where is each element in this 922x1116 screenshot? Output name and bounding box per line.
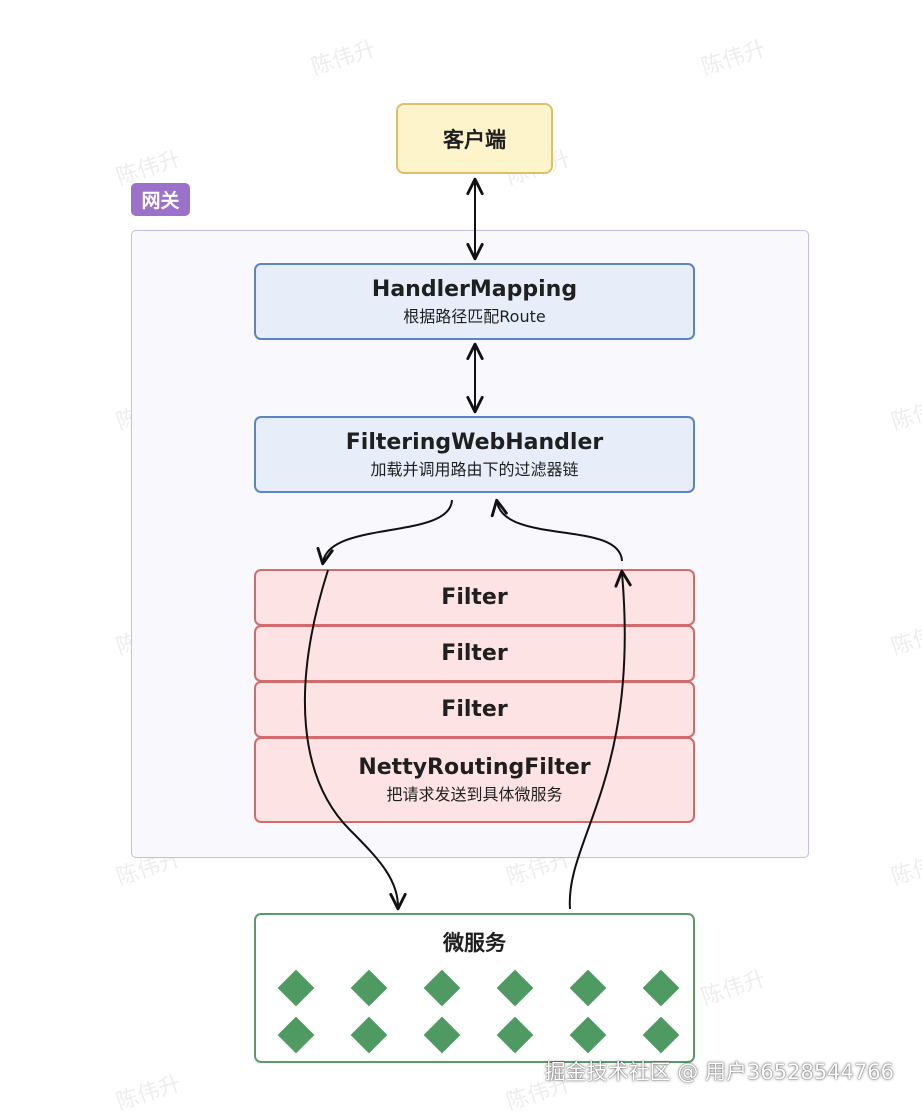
filter-title-1: Filter (441, 584, 508, 610)
filter-node-3: Filter (254, 681, 695, 738)
watermark: 陈伟升 (113, 1071, 185, 1116)
filter-title-2: Filter (441, 640, 508, 666)
netty-routing-filter-subtitle: 把请求发送到具体微服务 (386, 785, 563, 804)
netty-routing-filter-node: NettyRoutingFilter 把请求发送到具体微服务 (254, 737, 695, 823)
watermark: 陈伟升 (888, 616, 922, 661)
microservice-instance-icon (569, 969, 607, 1007)
watermark: 陈伟升 (888, 391, 922, 436)
microservice-instance-icon (642, 969, 680, 1007)
microservice-instance-icon (350, 969, 388, 1007)
filtering-web-handler-subtitle: 加载并调用路由下的过滤器链 (370, 459, 579, 479)
microservices-label: 微服务 (443, 931, 506, 955)
filter-title-3: Filter (441, 696, 508, 722)
filtering-web-handler-node: FilteringWebHandler 加载并调用路由下的过滤器链 (254, 416, 695, 493)
microservice-instance-icon (423, 1016, 461, 1054)
filter-node-1: Filter (254, 569, 695, 626)
microservice-instance-icon (569, 1016, 607, 1054)
microservice-instance-icon (642, 1016, 680, 1054)
handler-mapping-subtitle: 根据路径匹配Route (403, 306, 546, 326)
watermark: 陈伟升 (698, 36, 770, 81)
gateway-label: 网关 (131, 183, 190, 216)
microservice-instance-icon (496, 969, 534, 1007)
handler-mapping-title: HandlerMapping (371, 276, 578, 302)
netty-routing-filter-title: NettyRoutingFilter (358, 755, 591, 780)
microservice-instance-icon (496, 1016, 534, 1054)
watermark: 陈伟升 (698, 966, 770, 1011)
microservice-instance-icon (277, 969, 315, 1007)
watermark: 陈伟升 (888, 846, 922, 891)
client-label: 客户端 (443, 127, 506, 152)
microservice-instance-icon (423, 969, 461, 1007)
microservice-instance-icon (350, 1016, 388, 1054)
footer-credit: 掘金技术社区 @ 用户36528544766 (544, 1060, 894, 1084)
filtering-web-handler-title: FilteringWebHandler (345, 429, 604, 455)
filter-node-2: Filter (254, 625, 695, 682)
microservice-instance-icon (277, 1016, 315, 1054)
watermark: 陈伟升 (308, 36, 380, 81)
client-node: 客户端 (396, 103, 553, 174)
microservices-node: 微服务 (254, 913, 695, 1063)
handler-mapping-node: HandlerMapping 根据路径匹配Route (254, 263, 695, 340)
